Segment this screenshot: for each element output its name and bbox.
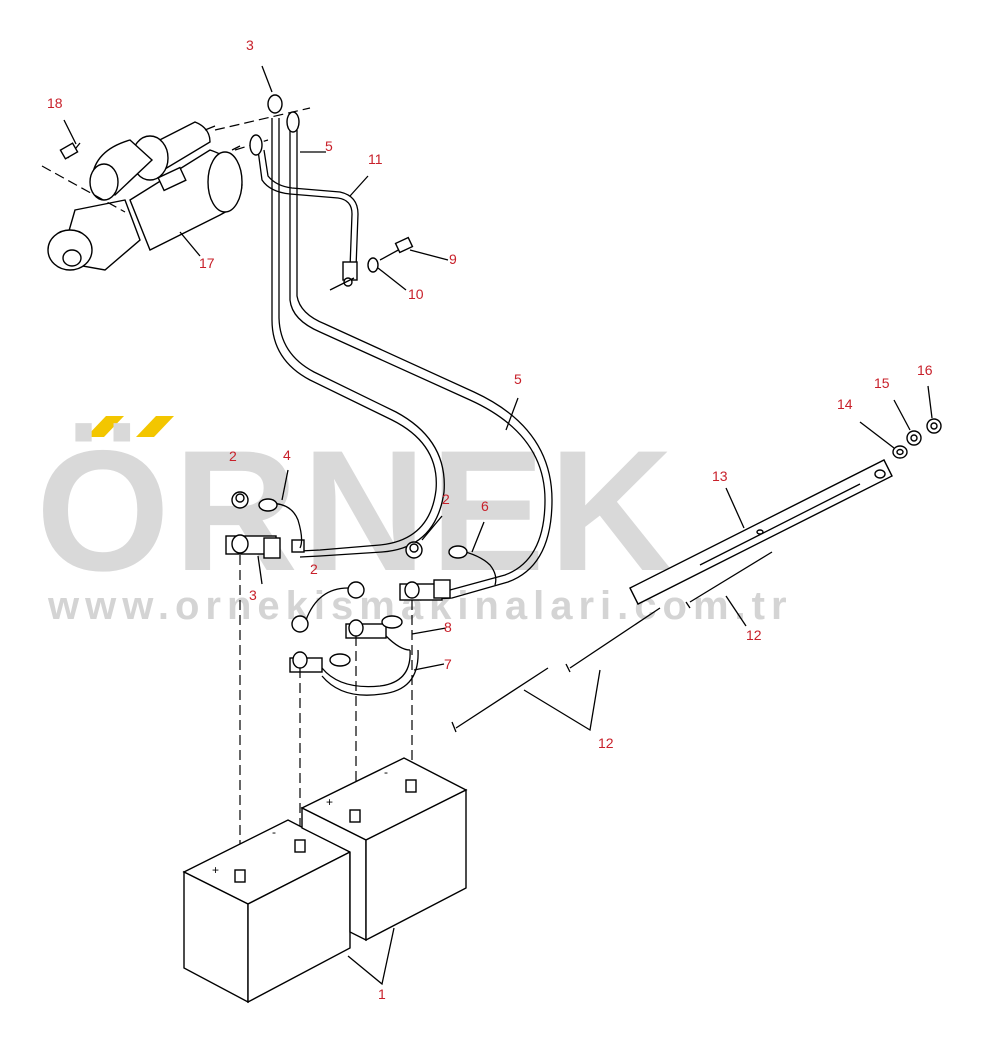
- nut-16: [926, 418, 942, 434]
- callout-5-top: 5: [325, 138, 333, 154]
- callout-14: 14: [837, 396, 853, 412]
- terminal-clamp-left: [225, 498, 305, 559]
- callout-15: 15: [874, 375, 890, 391]
- callout-7: 7: [444, 656, 452, 672]
- callout-8: 8: [444, 619, 452, 635]
- battery-right: + -: [300, 757, 468, 942]
- washer-10: [367, 257, 379, 273]
- callout-1: 1: [378, 986, 386, 1002]
- battery-left: + -: [182, 819, 352, 1004]
- watermark: ÖRNEK www.ornekismakinalari.com.tr: [36, 415, 787, 628]
- callout-2-right: 2: [442, 491, 450, 507]
- battery-left-minus: -: [272, 825, 276, 839]
- callout-4: 4: [283, 447, 291, 463]
- battery-right-plus: +: [326, 795, 333, 809]
- callout-3-top: 3: [246, 37, 254, 53]
- hold-down-bar-13: [629, 459, 893, 605]
- nut-2-left: [231, 491, 249, 509]
- cable-11: [249, 134, 359, 287]
- nut-15: [906, 430, 922, 446]
- callout-2-left: 2: [229, 448, 237, 464]
- callout-3-clamp: 3: [249, 587, 257, 603]
- rod-12-b: [565, 607, 661, 673]
- callout-9: 9: [449, 251, 457, 267]
- callout-16: 16: [917, 362, 933, 378]
- washer-14: [892, 445, 908, 459]
- callout-13: 13: [712, 468, 728, 484]
- callout-11: 11: [368, 151, 383, 167]
- callouts: 18 3 5 11 17 9 10 5 2 4 2 3 2 6 8 7 13 1…: [47, 37, 933, 1002]
- leader-lines: [63, 119, 933, 986]
- bolt-18: [59, 142, 81, 160]
- battery-right-minus: -: [384, 765, 388, 779]
- cable-8: [305, 581, 411, 651]
- terminal-3-top: [261, 65, 273, 93]
- watermark-accent-left: [86, 416, 124, 437]
- watermark-accent-right: [136, 416, 174, 437]
- jumper-cable-7: [289, 615, 419, 696]
- rod-12-a: [685, 551, 773, 609]
- callout-5-mid: 5: [514, 371, 522, 387]
- cable-5-long: [267, 94, 445, 558]
- callout-12-bottom: 12: [598, 735, 614, 751]
- battery-left-plus: +: [212, 863, 219, 877]
- bolt-9: [379, 236, 414, 261]
- callout-2-clamp: 2: [310, 561, 318, 577]
- rod-12-c: [451, 667, 549, 733]
- watermark-brand: ÖRNEK: [36, 415, 677, 607]
- terminal-clamp-right: [399, 545, 497, 601]
- callout-6: 6: [481, 498, 489, 514]
- callout-18: 18: [47, 95, 63, 111]
- starter-motor: [47, 121, 243, 271]
- nut-2-right: [405, 541, 423, 559]
- cable-5-short: [286, 111, 553, 601]
- callout-10: 10: [408, 286, 424, 302]
- callout-12-right: 12: [746, 627, 762, 643]
- callout-17: 17: [199, 255, 215, 271]
